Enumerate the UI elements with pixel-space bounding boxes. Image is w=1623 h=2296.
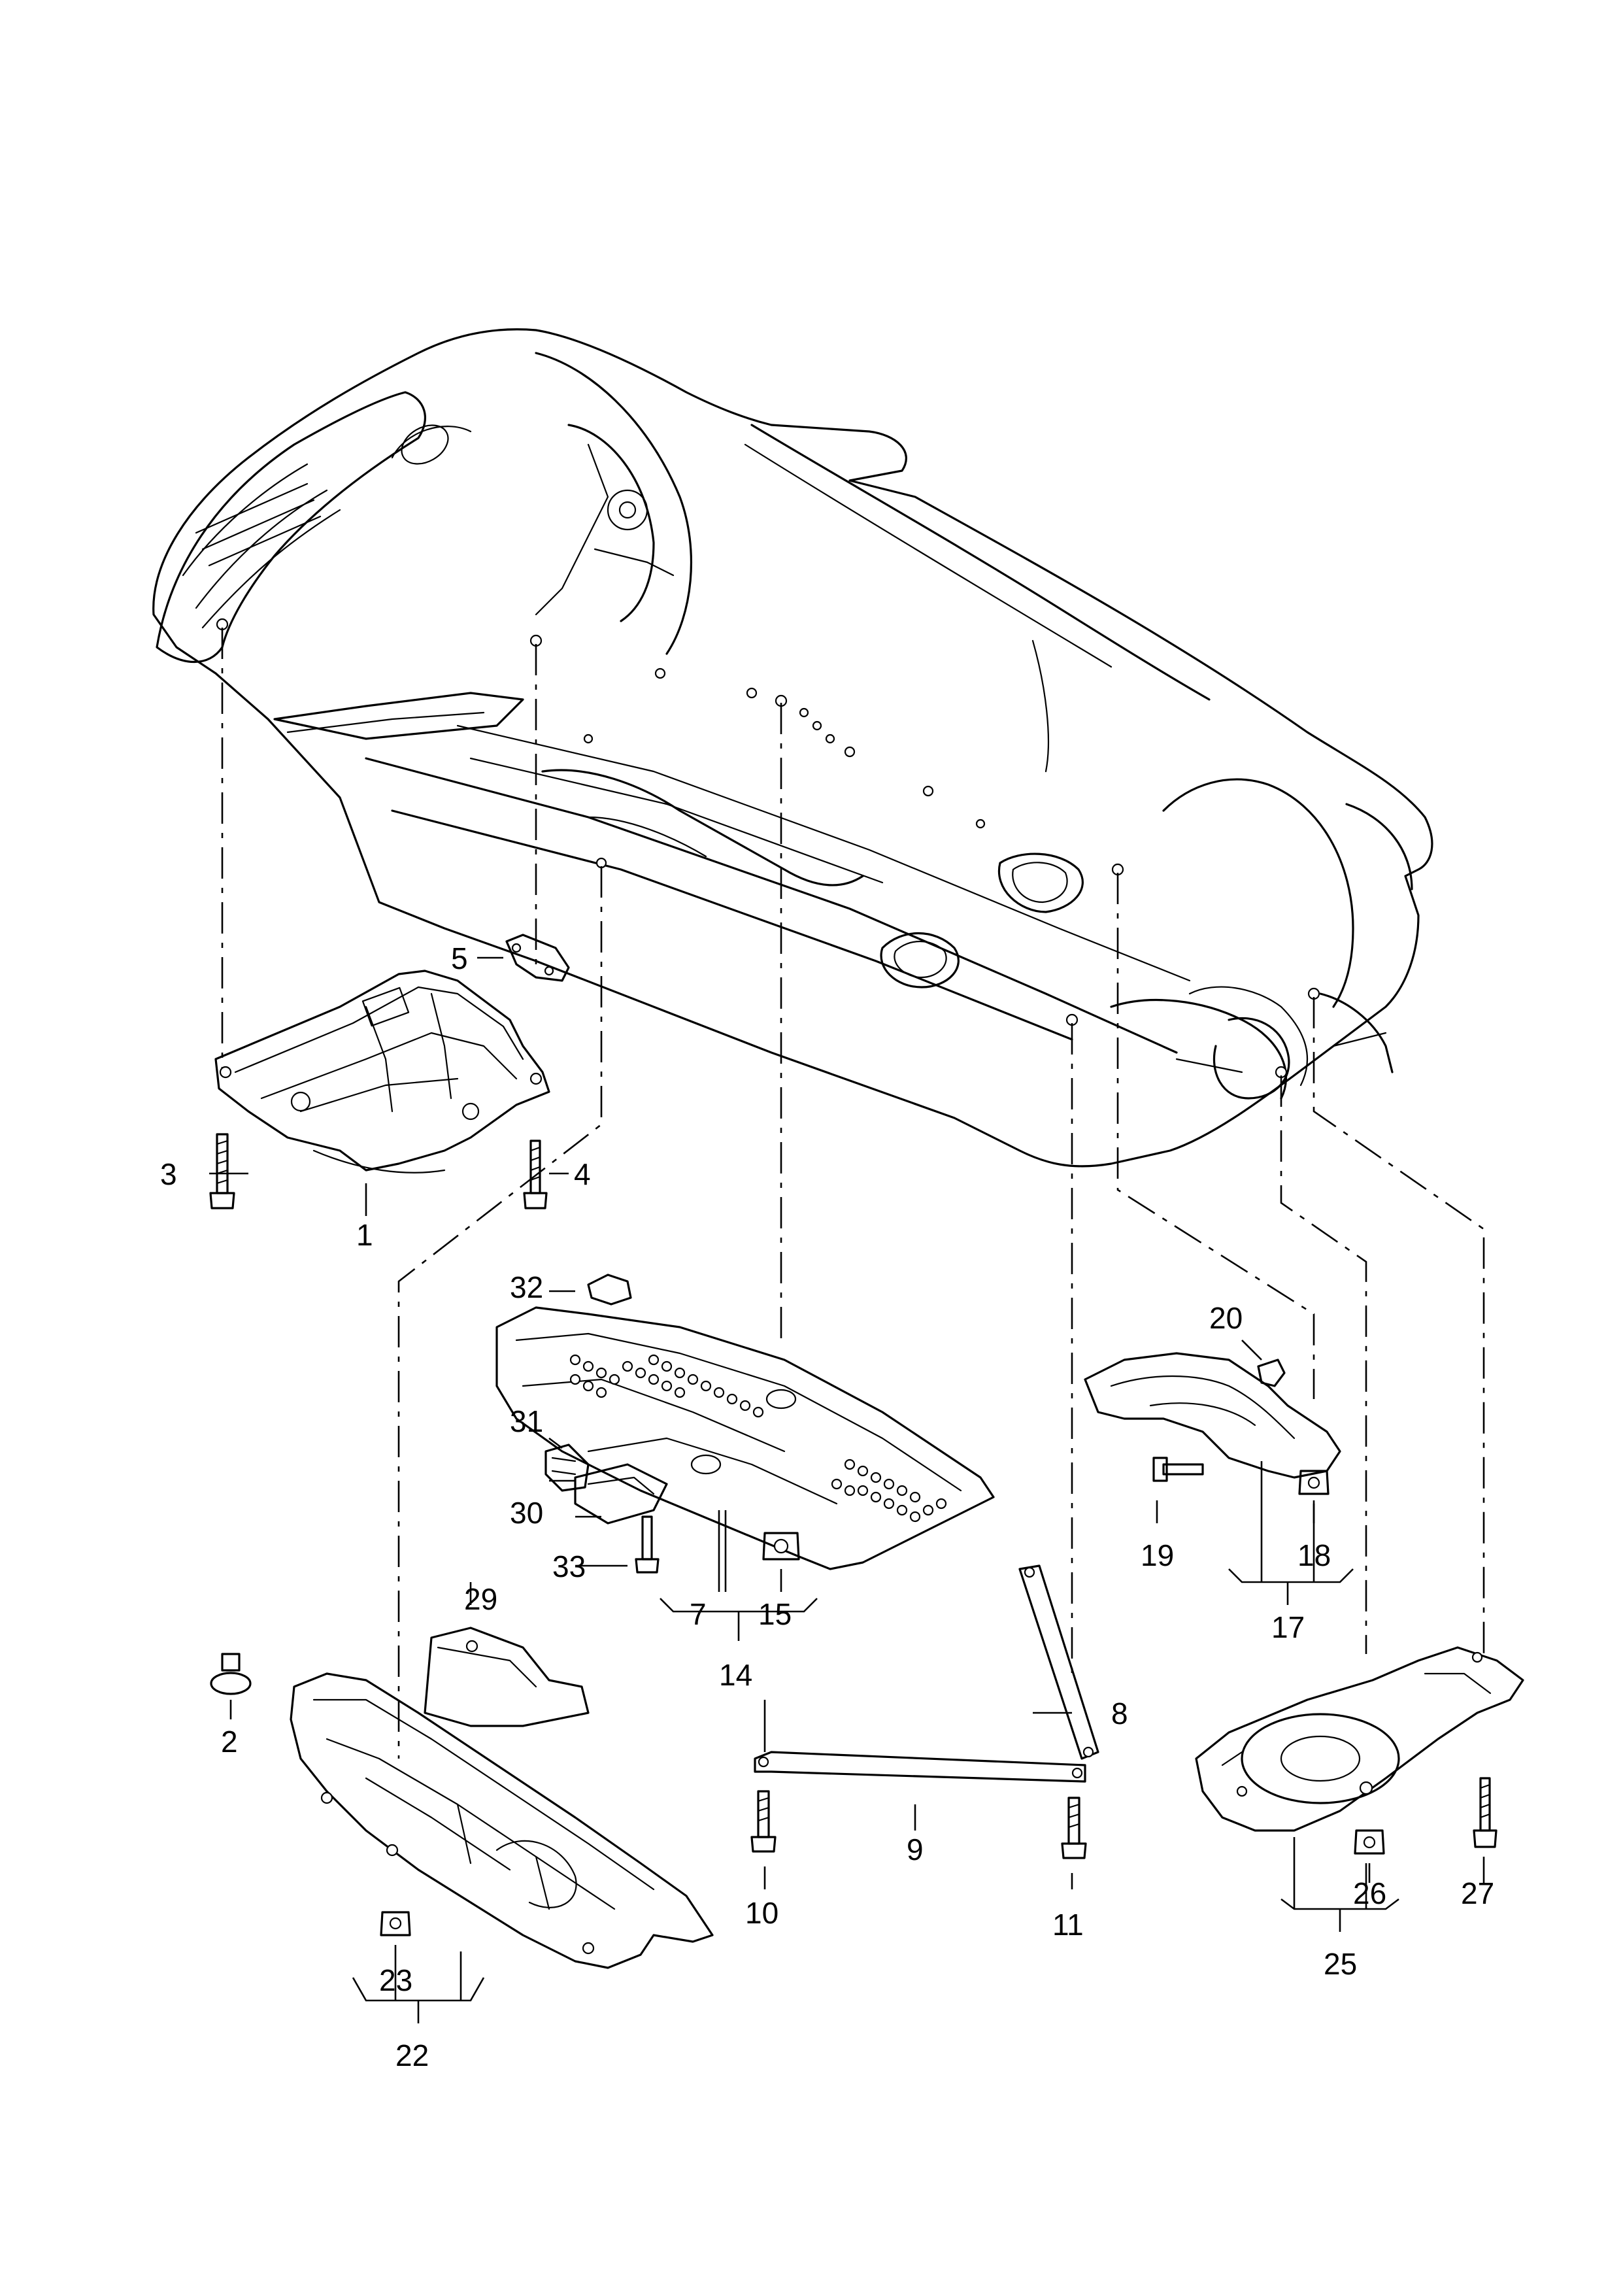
part-29-heat-shield xyxy=(424,1627,590,1727)
callout-27: 27 xyxy=(1461,1876,1494,1910)
part-25-spare-well-cover xyxy=(1195,1646,1524,1832)
nut-18 xyxy=(1298,1470,1330,1495)
nut-15 xyxy=(762,1532,800,1561)
callout-leaders xyxy=(209,956,1485,2023)
leader-lines xyxy=(221,628,1485,1759)
part-22-rear-panel xyxy=(290,1672,714,1969)
screw-10 xyxy=(750,1790,777,1853)
part-30-bracket xyxy=(574,1463,668,1525)
part-5-bracket xyxy=(505,934,570,982)
callout-20: 20 xyxy=(1209,1301,1243,1335)
part-17-heat-shield xyxy=(1084,1352,1341,1479)
callout-32: 32 xyxy=(510,1270,543,1304)
callout-17: 17 xyxy=(1271,1610,1305,1644)
vehicle-underbody xyxy=(152,328,1433,1168)
nut-26 xyxy=(1354,1829,1385,1855)
callout-29: 29 xyxy=(464,1582,497,1616)
screw-27 xyxy=(1473,1777,1498,1848)
nut-23 xyxy=(380,1911,411,1936)
callout-22: 22 xyxy=(395,2038,429,2072)
callout-4: 4 xyxy=(574,1157,591,1191)
callout-15: 15 xyxy=(758,1597,792,1631)
callout-33: 33 xyxy=(552,1549,586,1583)
clip-2 xyxy=(210,1653,252,1695)
part-8-strut xyxy=(1018,1564,1099,1760)
screw-11 xyxy=(1061,1797,1087,1859)
callout-3: 3 xyxy=(160,1157,177,1191)
callout-11: 11 xyxy=(1052,1908,1084,1942)
callout-23: 23 xyxy=(379,1963,412,1997)
callout-2: 2 xyxy=(221,1725,238,1759)
callout-26: 26 xyxy=(1353,1876,1386,1910)
screw-4 xyxy=(523,1140,548,1209)
screw-19 xyxy=(1152,1457,1204,1482)
callout-5: 5 xyxy=(451,941,468,975)
part-32-clip xyxy=(587,1274,632,1306)
screw-3 xyxy=(209,1133,235,1209)
clip-20 xyxy=(1257,1359,1286,1387)
callout-10: 10 xyxy=(745,1896,778,1930)
callout-1: 1 xyxy=(356,1218,373,1252)
callout-25: 25 xyxy=(1324,1947,1357,1981)
callout-9: 9 xyxy=(907,1832,924,1866)
callout-labels: 1 2 3 4 5 7 8 9 10 11 14 15 17 18 19 20 … xyxy=(160,941,1494,2072)
part-9-cross-brace xyxy=(754,1751,1086,1783)
callout-31: 31 xyxy=(510,1404,543,1438)
callout-8: 8 xyxy=(1111,1697,1128,1730)
screw-33 xyxy=(635,1515,660,1574)
callout-18: 18 xyxy=(1297,1538,1331,1572)
part-1-engine-undertray xyxy=(214,970,550,1173)
callout-19: 19 xyxy=(1141,1538,1174,1572)
callout-7: 7 xyxy=(690,1597,707,1631)
callout-14: 14 xyxy=(719,1658,752,1692)
part-7-center-panel xyxy=(495,1306,995,1570)
perforation-pattern xyxy=(569,1354,947,1523)
part-31-clip xyxy=(544,1443,590,1492)
callout-30: 30 xyxy=(510,1496,543,1530)
